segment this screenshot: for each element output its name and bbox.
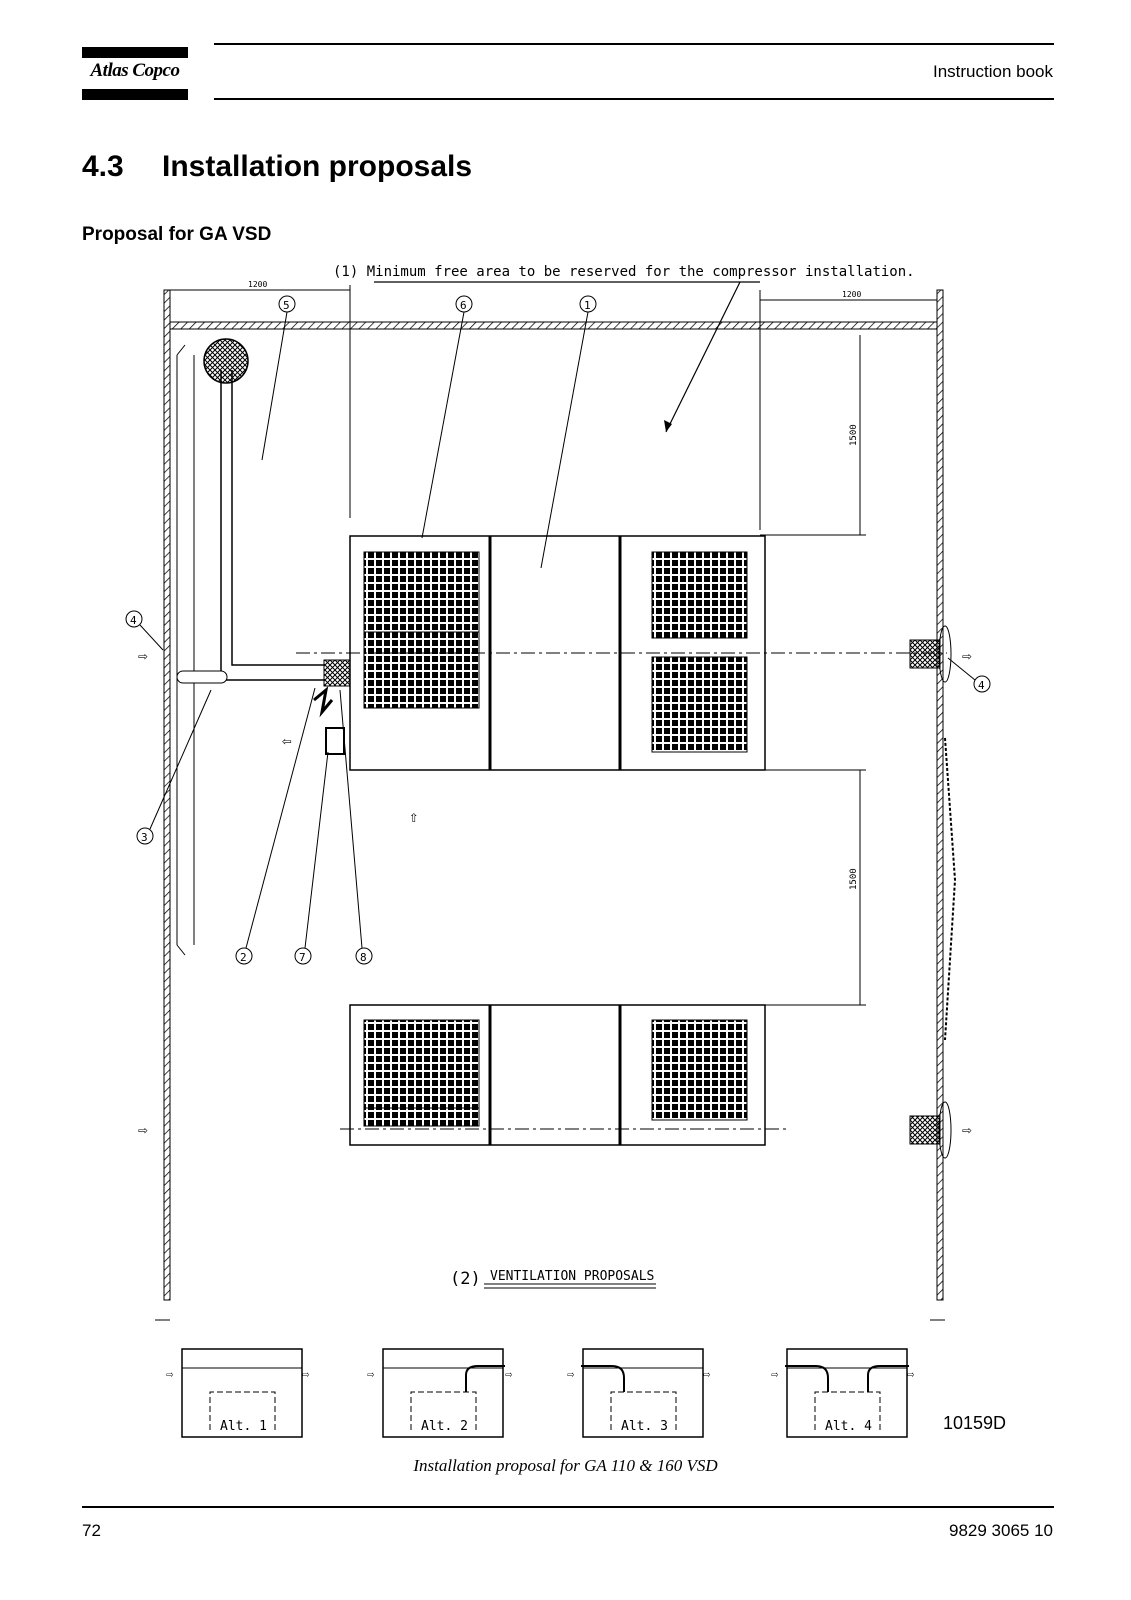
header-rule-bottom [214, 98, 1054, 100]
dimension-right-lower: 1500 [849, 868, 859, 890]
alt-3-diagram: ⇨ ⇨ Alt. 3 [567, 1348, 711, 1438]
svg-text:⇨: ⇨ [302, 1367, 310, 1381]
svg-text:⇨: ⇨ [505, 1367, 513, 1381]
alt-3-label: Alt. 3 [621, 1419, 668, 1434]
svg-text:⇨: ⇨ [138, 646, 148, 665]
figure-number: 10159D [943, 1413, 1007, 1433]
dimension-right-upper: 1500 [849, 424, 859, 446]
callout-4-left: 4 [130, 614, 137, 627]
logo-bar-top [82, 47, 188, 58]
svg-text:⇦: ⇦ [282, 731, 292, 750]
svg-text:⇨: ⇨ [138, 1120, 148, 1139]
alt-2-label: Alt. 2 [421, 1419, 468, 1434]
company-logo: Atlas Copco [90, 60, 180, 81]
alt-2-diagram: ⇨ ⇨ Alt. 2 [367, 1348, 513, 1438]
note-2-number: (2) [450, 1269, 481, 1289]
callout-4-right: 4 [978, 679, 985, 692]
dimension-top-right: 1200 [842, 290, 861, 299]
subheading: Proposal for GA VSD [82, 224, 272, 245]
logo-bar-bottom [82, 89, 188, 100]
callout-1: 1 [584, 299, 591, 312]
callout-2: 2 [240, 951, 247, 964]
document-number: 9829 3065 10 [949, 1521, 1053, 1540]
page-number: 72 [82, 1521, 101, 1540]
note-2-text: VENTILATION PROPOSALS [490, 1269, 654, 1284]
svg-text:⇨: ⇨ [367, 1367, 375, 1381]
alt-1-label: Alt. 1 [220, 1419, 267, 1434]
section-number: 4.3 [82, 150, 124, 183]
svg-text:⇨: ⇨ [962, 646, 972, 665]
alt-4-label: Alt. 4 [825, 1419, 872, 1434]
svg-text:⇨: ⇨ [962, 1120, 972, 1139]
callout-6: 6 [460, 299, 467, 312]
figure-caption: Installation proposal for GA 110 & 160 V… [413, 1456, 718, 1475]
svg-text:⇨: ⇨ [703, 1367, 711, 1381]
header-rule-top [214, 43, 1054, 45]
callout-8: 8 [360, 951, 367, 964]
svg-text:⇧: ⇧ [409, 807, 419, 826]
svg-text:⇨: ⇨ [907, 1367, 915, 1381]
callout-7: 7 [299, 951, 306, 964]
svg-text:⇨: ⇨ [771, 1367, 779, 1381]
alt-1-diagram: ⇨ ⇨ Alt. 1 [166, 1348, 310, 1438]
note-1: (1) Minimum free area to be reserved for… [333, 264, 915, 280]
svg-text:⇨: ⇨ [166, 1367, 174, 1381]
callout-5: 5 [283, 299, 290, 312]
callout-3: 3 [141, 831, 148, 844]
alt-4-diagram: ⇨ ⇨ Alt. 4 [771, 1348, 915, 1438]
footer-rule [82, 1506, 1054, 1508]
svg-text:⇨: ⇨ [567, 1367, 575, 1381]
document-type: Instruction book [932, 62, 1053, 81]
section-title: Installation proposals [162, 150, 473, 183]
dimension-top-left: 1200 [248, 280, 267, 289]
